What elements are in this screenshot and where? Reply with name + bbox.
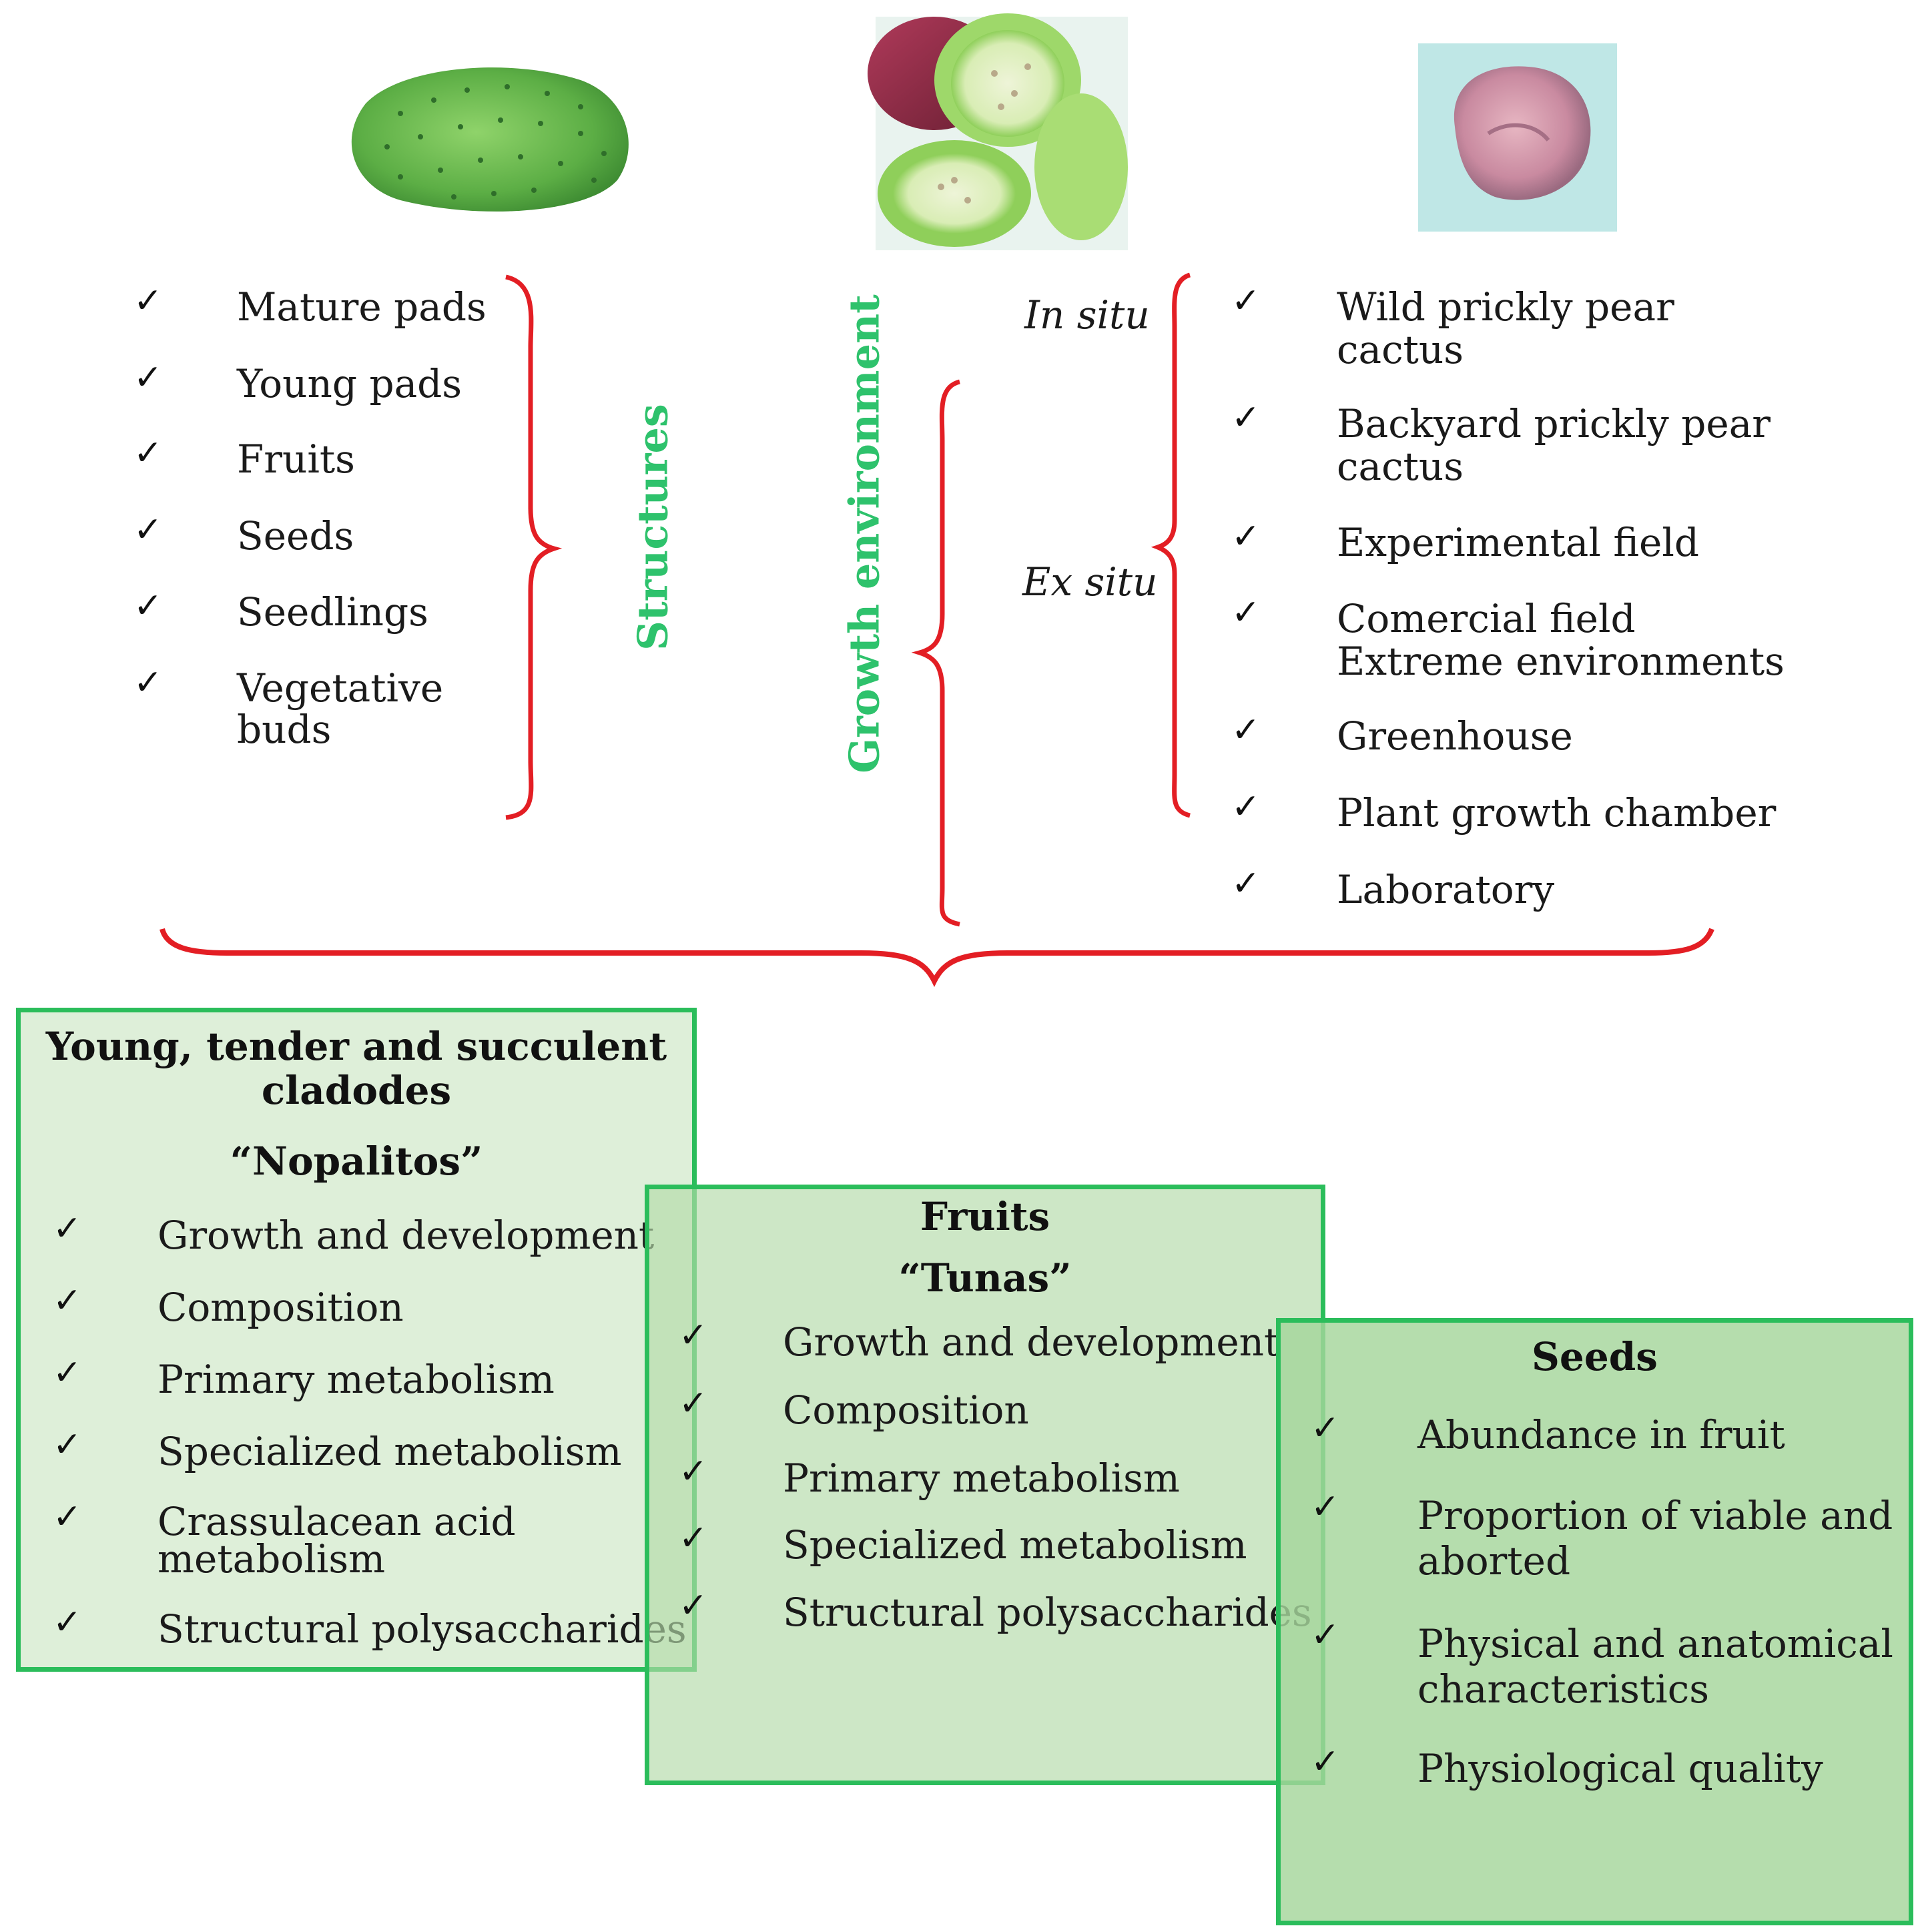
environment-item: Laboratory: [1337, 867, 1555, 912]
fruits-item: Primary metabolism: [783, 1456, 1180, 1501]
nopalitos-item: Crassulacean acid metabolism: [157, 1499, 516, 1582]
nopalitos-box: Young, tender and succulent cladodes “No…: [16, 1008, 697, 1672]
fruits-item: Growth and development: [783, 1319, 1280, 1365]
check-icon: ✓: [53, 1281, 82, 1321]
structures-item: Seeds: [237, 513, 354, 559]
fruits-item: Structural polysaccharides: [783, 1590, 1312, 1635]
nopalitos-title: Young, tender and succulent cladodes: [45, 1024, 667, 1113]
check-icon: ✓: [53, 1497, 82, 1537]
seeds-item: Physiological quality: [1417, 1746, 1823, 1791]
environment-item: Comercial field Extreme environments: [1337, 596, 1785, 684]
check-icon: ✓: [679, 1315, 708, 1355]
fruits-subtitle: “Tunas”: [898, 1255, 1072, 1301]
check-icon: ✓: [1231, 710, 1261, 750]
check-icon: ✓: [53, 1602, 82, 1642]
nopalitos-item: Composition: [157, 1285, 404, 1330]
check-icon: ✓: [133, 281, 163, 321]
check-icon: ✓: [133, 433, 163, 473]
seeds-item: Physical and anatomical characteristics: [1417, 1621, 1893, 1712]
nopalitos-item: Growth and development: [157, 1213, 655, 1258]
check-icon: ✓: [133, 510, 163, 550]
ex-situ-label: Ex situ: [1022, 559, 1158, 605]
fruits-item: Specialized metabolism: [783, 1522, 1247, 1568]
nopalitos-subtitle: “Nopalitos”: [230, 1139, 483, 1184]
check-icon: ✓: [133, 586, 163, 626]
structures-label: Structures: [628, 404, 677, 651]
growth-environment-label: Growth environment: [840, 294, 889, 773]
check-icon: ✓: [1231, 398, 1261, 438]
fruits-title: Fruits: [920, 1194, 1050, 1239]
check-icon: ✓: [1231, 864, 1261, 904]
environment-item: Experimental field: [1337, 520, 1700, 565]
check-icon: ✓: [1311, 1408, 1340, 1448]
check-icon: ✓: [1311, 1487, 1340, 1527]
environment-item: Backyard prickly pear cactus: [1337, 401, 1771, 489]
nopalitos-item: Specialized metabolism: [157, 1429, 622, 1474]
structures-item: Mature pads: [237, 284, 487, 330]
seeds-item: Proportion of viable and aborted: [1417, 1493, 1893, 1584]
fruits-box: Fruits “Tunas” ✓ Growth and development …: [645, 1185, 1325, 1785]
check-icon: ✓: [53, 1353, 82, 1393]
structures-item: Young pads: [237, 361, 462, 406]
seeds-item: Abundance in fruit: [1417, 1412, 1785, 1458]
check-icon: ✓: [679, 1452, 708, 1492]
seeds-title: Seeds: [1532, 1334, 1658, 1379]
check-icon: ✓: [1311, 1742, 1340, 1782]
check-icon: ✓: [53, 1425, 82, 1465]
check-icon: ✓: [679, 1518, 708, 1558]
check-icon: ✓: [133, 358, 163, 398]
structures-item: Fruits: [237, 436, 355, 482]
check-icon: ✓: [53, 1209, 82, 1249]
check-icon: ✓: [1231, 517, 1261, 557]
nopalitos-item: Primary metabolism: [157, 1357, 555, 1402]
nopalitos-item: Structural polysaccharides: [157, 1606, 687, 1652]
check-icon: ✓: [679, 1586, 708, 1626]
check-icon: ✓: [1231, 593, 1261, 633]
check-icon: ✓: [679, 1383, 708, 1423]
check-icon: ✓: [133, 663, 163, 703]
fruits-item: Composition: [783, 1387, 1029, 1433]
check-icon: ✓: [1311, 1615, 1340, 1655]
environment-item: Wild prickly pear cactus: [1337, 284, 1674, 372]
seeds-box: Seeds ✓ Abundance in fruit ✓ Proportion …: [1276, 1318, 1913, 1925]
check-icon: ✓: [1231, 787, 1261, 827]
environment-item: Plant growth chamber: [1337, 790, 1777, 836]
check-icon: ✓: [1231, 281, 1261, 321]
in-situ-label: In situ: [1024, 292, 1150, 338]
environment-item: Greenhouse: [1337, 713, 1573, 759]
structures-item: Seedlings: [237, 589, 428, 635]
structures-item: Vegetative buds: [237, 665, 444, 752]
